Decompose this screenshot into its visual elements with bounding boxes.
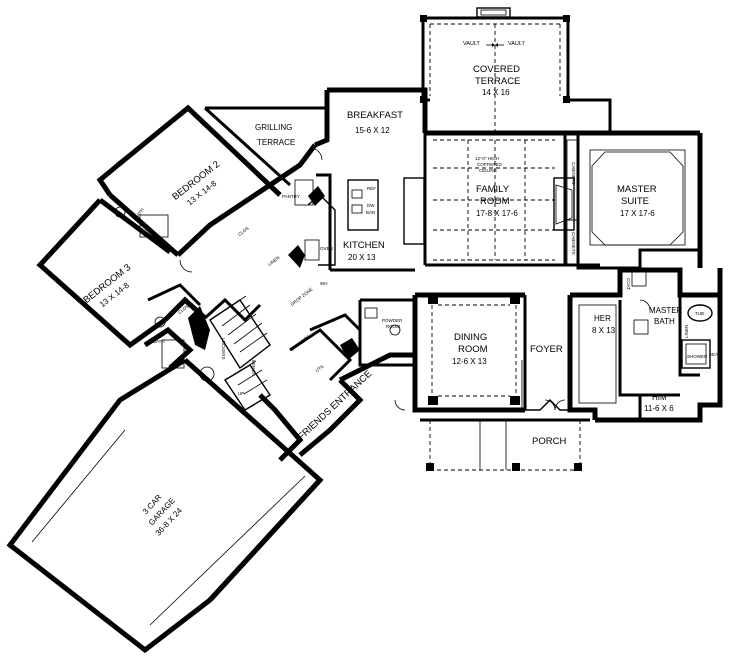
tub-label: TUB (695, 311, 704, 316)
linen-bath-label: LINEN (684, 325, 689, 338)
seat-label: SEAT (709, 352, 721, 357)
util-label: UTIL (314, 363, 325, 373)
dining-room-name-2: ROOM (458, 344, 488, 355)
kitchen-name: KITCHEN (343, 240, 385, 251)
linen-label: LINEN (267, 255, 281, 267)
dining-room-size: 12-6 X 13 (452, 357, 487, 366)
dw-label: DW (367, 203, 375, 208)
family-room-name-1: FAMILY (476, 184, 510, 195)
cabinets-label-1: CABINETS (571, 162, 576, 185)
covered-terrace-name-2: TERRACE (475, 76, 520, 87)
vault-label-right: VAULT (508, 41, 526, 47)
lockers-label: LOCKERS (221, 338, 226, 360)
grilling-terrace-name-1: GRILLING (255, 123, 292, 132)
him-name: HIM (652, 393, 667, 402)
up-label: UP (238, 391, 244, 396)
kitchen-fixtures (294, 179, 379, 266)
friends-entrance-label: FRIENDS ENTRANCE (296, 368, 374, 442)
family-ceiling-2: COFFERED (477, 162, 503, 167)
shower-label: SHOWER (687, 354, 708, 359)
cabinets-label-2: CABINETS (571, 232, 576, 255)
master-suite-name-2: SUITE (621, 196, 649, 207)
bench-label: BENCH (251, 360, 256, 376)
drop-zone-label: DROP ZONE (290, 287, 314, 307)
master-bath-name-1: MASTER (649, 306, 683, 315)
coat-label: COAT (626, 278, 631, 290)
bath-lower-label: BATH (153, 339, 165, 344)
cabinets-util-label: CABINETS (290, 334, 311, 352)
kitchen-size: 20 X 13 (348, 253, 376, 262)
dining-room-name-1: DINING (454, 332, 487, 343)
vault-label-left: VAULT (463, 41, 481, 47)
closet-label: CLOS (237, 226, 250, 237)
her-size: 8 X 13 (592, 326, 616, 335)
door-swings (179, 147, 651, 411)
family-room-name-2: ROOM (480, 196, 510, 207)
master-suite-size: 17 X 17-6 (620, 209, 655, 218)
porch-label: PORCH (532, 436, 566, 447)
him-size: 11-6 X 6 (644, 404, 674, 413)
breakfast-size: 15-6 X 12 (355, 126, 390, 135)
ref-label: REF (367, 186, 376, 191)
stairs (209, 295, 271, 411)
coffered-ceiling-grid (433, 139, 555, 261)
her-name: HER (594, 314, 611, 323)
solid-wall-masses (188, 186, 360, 360)
grilling-terrace-name-2: TERRACE (257, 138, 295, 147)
pantry-label: PANTRY (282, 194, 300, 199)
powder-room-name-1: POWDER (382, 318, 403, 323)
bath-upper-label: BATH (134, 207, 145, 219)
bath-fixtures (114, 206, 401, 382)
covered-terrace-name-1: COVERED (473, 64, 520, 75)
master-suite-name-1: MASTER (617, 184, 657, 195)
bar-label: BAR (366, 210, 376, 215)
oven-label: OVEN (320, 246, 333, 251)
breakfast-name: BREAKFAST (347, 110, 403, 121)
house-walls (6, 87, 723, 654)
wh-label: WH (320, 281, 328, 286)
closet-lower-label: CLOS (177, 304, 190, 315)
family-ceiling-3: CEILING (479, 168, 498, 173)
powder-room-name-2: ROOM (386, 324, 400, 329)
master-bath-name-2: BATH (654, 317, 675, 326)
covered-terrace-size: 14 X 16 (482, 88, 510, 97)
foyer-label: FOYER (530, 344, 563, 355)
family-room-size: 17-8 X 17-6 (476, 209, 518, 218)
family-ceiling-1: 12'-0" HIGH (475, 156, 499, 161)
